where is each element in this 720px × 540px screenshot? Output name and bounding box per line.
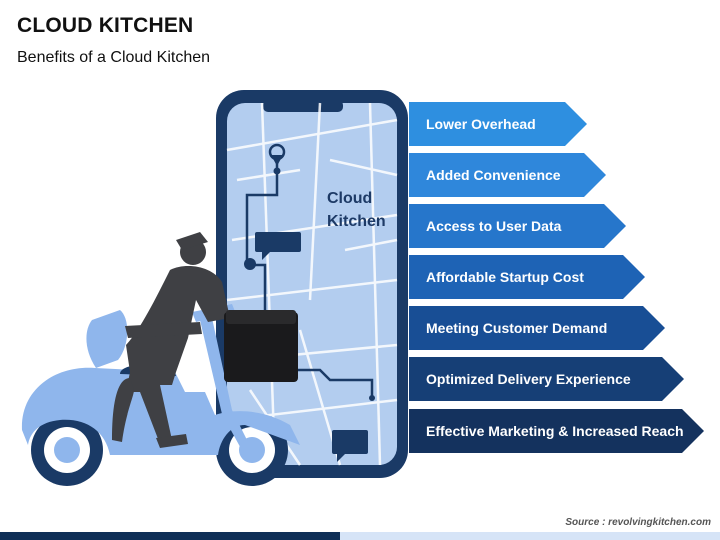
footer-bar-accent: [340, 532, 720, 540]
benefit-arrow-3: Access to User Data: [409, 204, 626, 248]
benefit-label: Optimized Delivery Experience: [426, 371, 631, 387]
benefit-arrow-6: Optimized Delivery Experience: [409, 357, 684, 401]
benefit-arrow-2: Added Convenience: [409, 153, 606, 197]
benefit-label: Meeting Customer Demand: [426, 320, 608, 336]
page-title: CLOUD KITCHEN: [17, 14, 194, 37]
chat-bubble-icon: [255, 232, 301, 260]
benefit-arrow-5: Meeting Customer Demand: [409, 306, 665, 350]
benefit-label: Lower Overhead: [426, 116, 536, 132]
map-pin-icon: [268, 143, 286, 175]
phone-label-line1: Cloud: [327, 190, 372, 207]
page-subtitle: Benefits of a Cloud Kitchen: [17, 49, 211, 66]
benefit-label: Affordable Startup Cost: [426, 269, 584, 285]
phone-label-line2: Kitchen: [327, 213, 386, 230]
delivery-box-icon: [224, 310, 298, 382]
scooter-rider-icon: [21, 232, 301, 486]
source-citation: Source : revolvingkitchen.com: [565, 517, 711, 528]
benefit-label: Effective Marketing & Increased Reach: [426, 423, 684, 439]
benefit-label: Access to User Data: [426, 218, 562, 234]
benefit-arrow-1: Lower Overhead: [409, 102, 587, 146]
chat-bubble-icon: [332, 430, 368, 462]
benefit-label: Added Convenience: [426, 167, 561, 183]
benefit-arrow-7: Effective Marketing & Increased Reach: [409, 409, 704, 453]
benefit-arrow-4: Affordable Startup Cost: [409, 255, 645, 299]
